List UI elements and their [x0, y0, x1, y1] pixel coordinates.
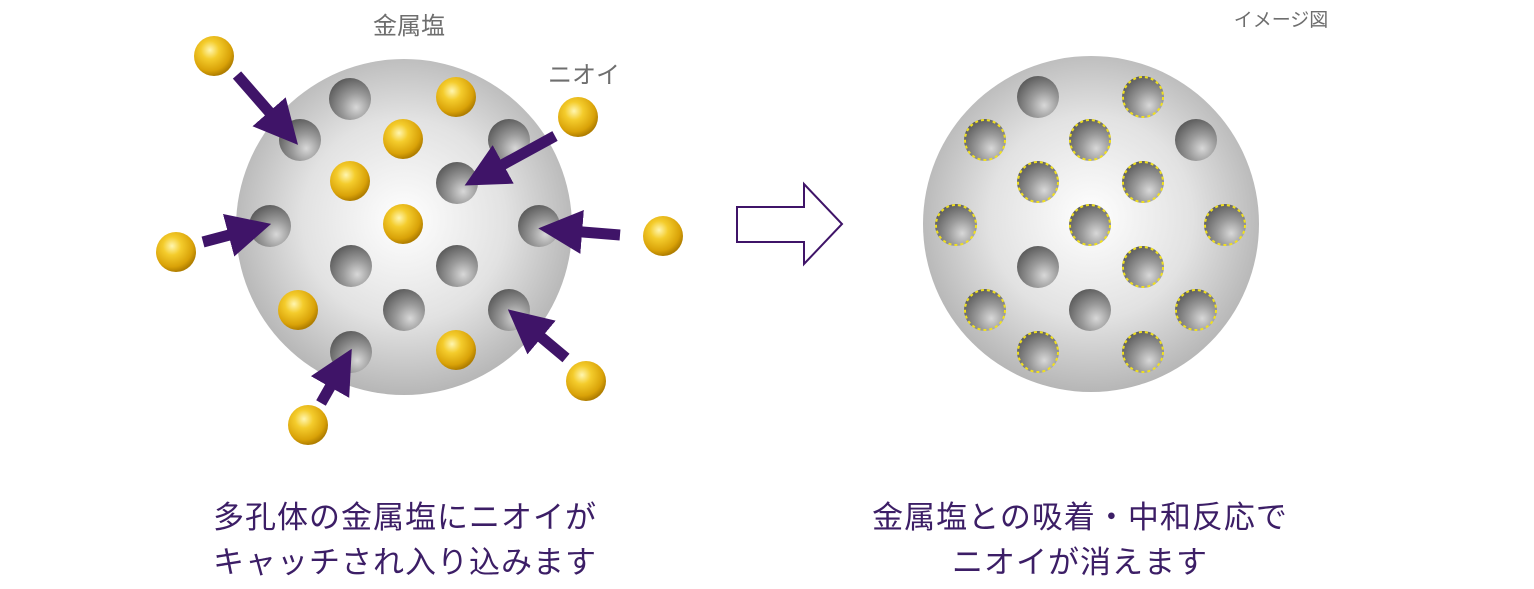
image-note-label: イメージ図: [1234, 9, 1329, 31]
neutralized-odor-ring: [1175, 289, 1217, 331]
pore-icon: [964, 289, 1006, 331]
gold-sphere-icon: [288, 405, 328, 445]
pore-icon: [1069, 119, 1111, 161]
right-arrow-outline-icon: [736, 181, 844, 267]
gold-sphere-icon: [330, 161, 370, 201]
pore-icon: [1017, 246, 1059, 288]
left-arrows: [201, 71, 621, 406]
arrow-icon: [201, 213, 272, 257]
left-caption-line1: 多孔体の金属塩にニオイが: [213, 500, 597, 536]
pore-icon: [436, 245, 478, 287]
pore-icon: [249, 205, 291, 247]
gold-sphere-icon: [643, 216, 683, 256]
neutralized-odor-ring: [935, 204, 977, 246]
pore-icon: [1175, 289, 1217, 331]
right-caption-line1: 金属塩との吸着・中和反応で: [872, 500, 1288, 536]
left-sphere-group: 金属塩 ニオイ: [156, 12, 683, 445]
neutralized-odor-ring: [1122, 76, 1164, 118]
pore-icon: [329, 78, 371, 120]
pore-icon: [1069, 289, 1111, 331]
pore-icon: [1069, 204, 1111, 246]
arrow-icon: [538, 210, 621, 254]
pore-icon: [1122, 246, 1164, 288]
gold-sphere-icon: [383, 119, 423, 159]
neutralized-odor-ring: [1122, 331, 1164, 373]
neutralized-odor-ring: [964, 119, 1006, 161]
neutralized-odor-ring: [1069, 119, 1111, 161]
gold-sphere-icon: [194, 36, 234, 76]
pore-icon: [1175, 119, 1217, 161]
pore-icon: [1122, 76, 1164, 118]
gold-sphere-icon: [436, 77, 476, 117]
neutralized-odor-ring: [1017, 161, 1059, 203]
pore-icon: [935, 204, 977, 246]
metal-salt-label: 金属塩: [373, 12, 445, 40]
pore-icon: [1204, 204, 1246, 246]
arrow-icon: [310, 348, 352, 406]
pore-icon: [1122, 331, 1164, 373]
left-caption: 多孔体の金属塩にニオイが キャッチされ入り込みます: [180, 496, 630, 586]
pore-icon: [1017, 76, 1059, 118]
left-incoming-particles: [156, 36, 683, 445]
neutralized-odor-ring: [1122, 246, 1164, 288]
gold-sphere-icon: [383, 204, 423, 244]
right-caption-line2: ニオイが消えます: [952, 545, 1208, 581]
left-odor-particles: [278, 77, 476, 370]
pore-icon: [1017, 161, 1059, 203]
arrow-icon: [232, 71, 299, 145]
pore-icon: [436, 162, 478, 204]
gold-sphere-icon: [558, 97, 598, 137]
odor-label: ニオイ: [548, 61, 620, 89]
neutralized-odor-ring: [964, 289, 1006, 331]
right-pores: [935, 76, 1246, 373]
gold-sphere-icon: [436, 330, 476, 370]
neutralized-odor-ring: [1069, 204, 1111, 246]
right-neutralized-odor-rings: [935, 76, 1246, 373]
pore-icon: [964, 119, 1006, 161]
arrow-icon: [507, 309, 570, 363]
neutralized-odor-ring: [1204, 204, 1246, 246]
left-caption-line2: キャッチされ入り込みます: [213, 545, 597, 581]
pore-icon: [383, 289, 425, 331]
pore-icon: [1017, 331, 1059, 373]
gold-sphere-icon: [278, 290, 318, 330]
gold-sphere-icon: [156, 232, 196, 272]
pore-icon: [518, 205, 560, 247]
neutralized-odor-ring: [1017, 331, 1059, 373]
gold-sphere-icon: [566, 361, 606, 401]
right-sphere-group: イメージ図: [923, 9, 1328, 392]
right-caption: 金属塩との吸着・中和反応で ニオイが消えます: [850, 496, 1310, 586]
pore-icon: [330, 245, 372, 287]
arrow-icon: [464, 131, 558, 186]
pore-icon: [1122, 161, 1164, 203]
neutralized-odor-ring: [1122, 161, 1164, 203]
